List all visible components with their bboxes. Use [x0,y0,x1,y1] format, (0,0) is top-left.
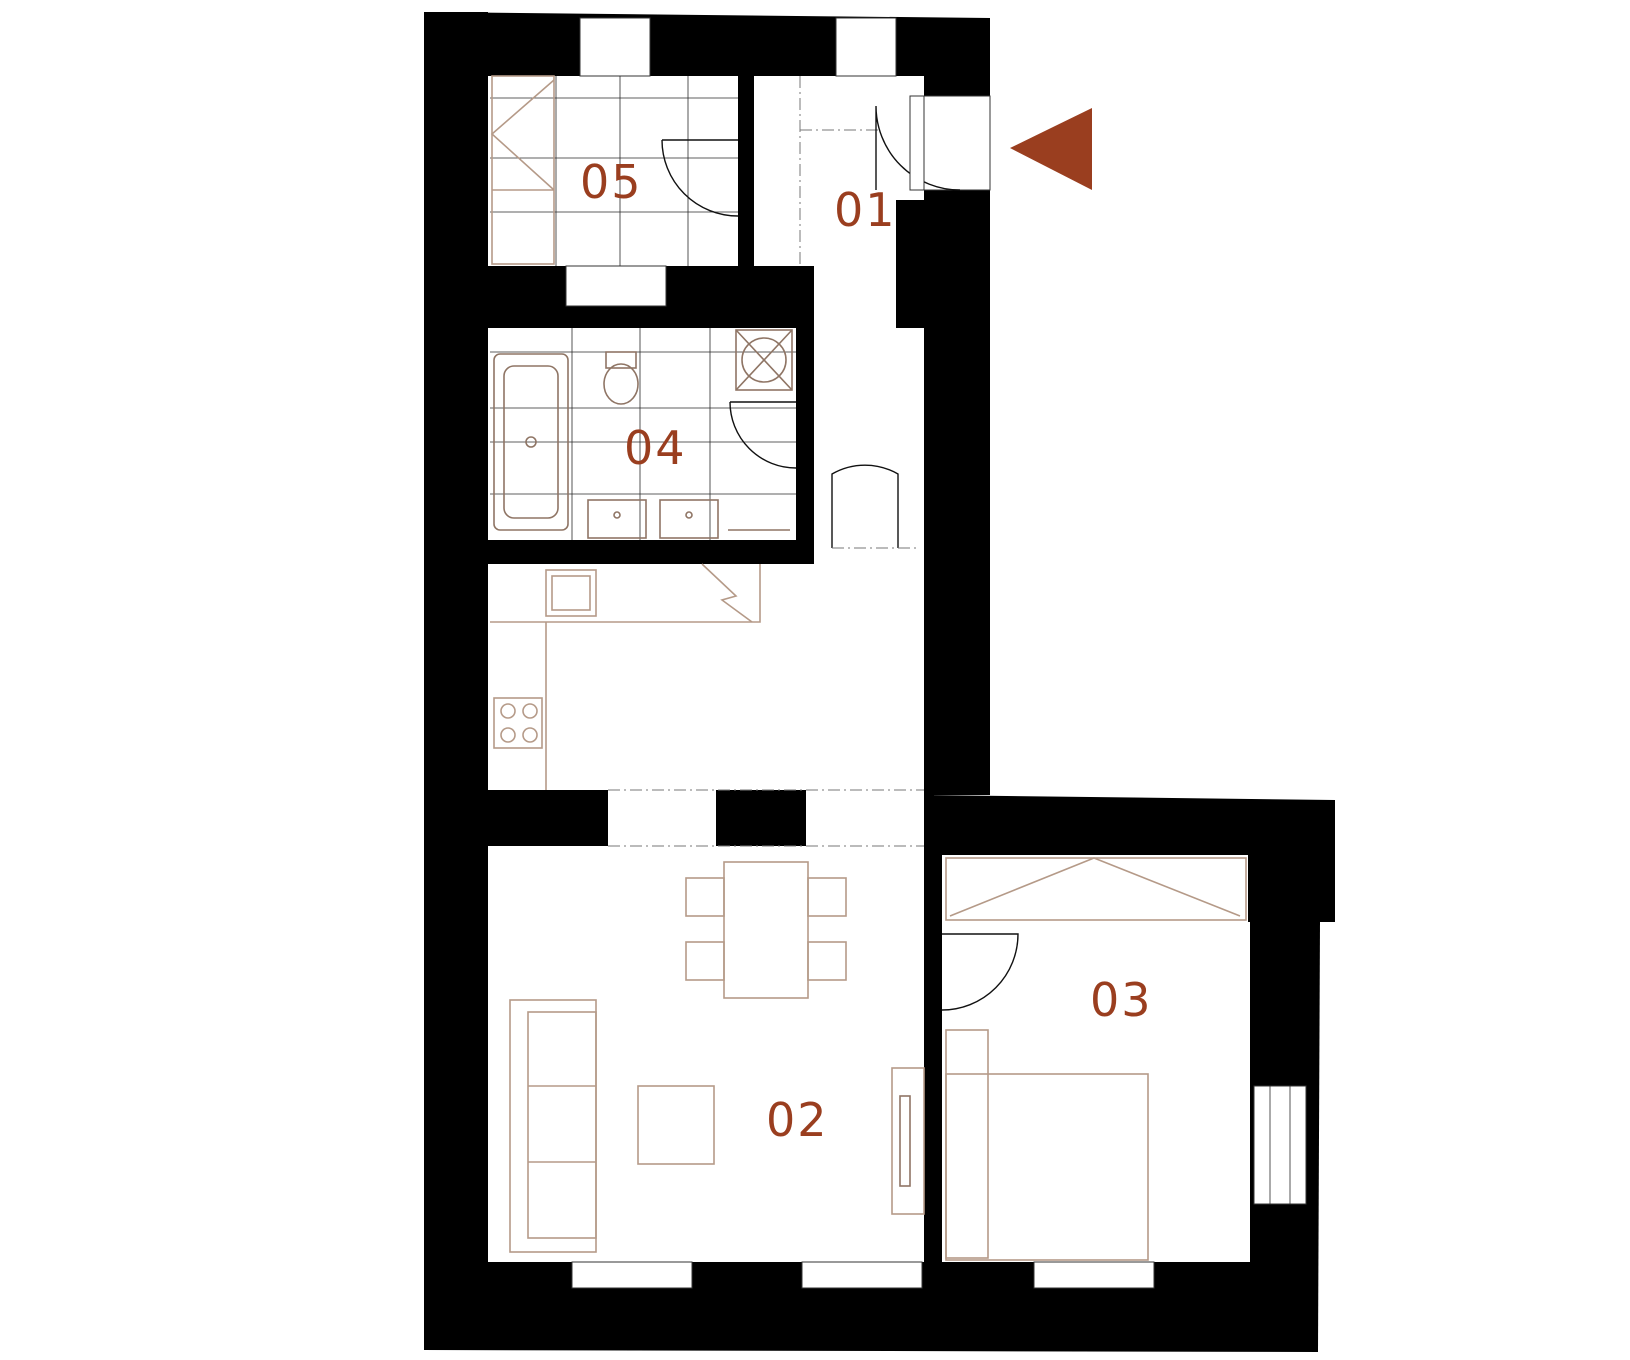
room-label-02: 02 [766,1093,829,1147]
room-04-details [490,328,797,540]
room-label-04: 04 [624,421,687,475]
room-03-details [941,857,1247,1261]
room-labels: 05 01 04 02 03 [580,155,1153,1147]
window-01-top [835,17,897,77]
floor-03 [942,855,1248,1262]
wall-kitchen-living-mid [716,790,806,846]
wall-02-03 [924,855,942,1275]
floor-passage [608,790,716,846]
room-01-details [799,76,961,266]
window-02-bottom-right [801,1261,923,1289]
floor-05 [490,76,738,266]
kitchen-details [490,563,924,847]
floor-kitchen [490,564,924,790]
outer-wall-left [424,12,488,1290]
floor-passage2 [806,790,924,846]
outer-wall-top [424,12,990,76]
room-floors [490,76,1248,1262]
windows [565,17,1307,1289]
window-05-bottom [565,265,667,307]
wall-kitchen-living-left [488,790,608,846]
triangle-left-icon [1010,108,1092,190]
walls [424,12,1335,1352]
wall-05-01 [738,76,754,266]
room-label-03: 03 [1090,973,1153,1027]
room-label-01: 01 [834,183,897,237]
room-label-05: 05 [580,155,643,209]
floor-hall2 [896,328,924,548]
floor-hall [814,266,896,548]
outer-wall-right-upper [924,76,990,795]
wall-below-04 [488,540,814,564]
floor-01 [754,76,896,266]
window-03-bottom [1033,1261,1155,1289]
wall-04-hall [796,266,814,548]
wall-hall-right [924,328,934,808]
floor-02 [490,846,924,1262]
window-01-right [923,95,991,191]
window-05-top [579,17,651,77]
window-03-right [1253,1085,1307,1205]
outer-wall-step [924,795,1335,922]
wall-hall-top-right [896,266,930,328]
hall-details [831,464,920,549]
window-02-bottom-left [571,1261,693,1289]
room-05-details [490,75,739,266]
floor-04 [490,328,796,540]
room-02-details [509,861,925,1253]
